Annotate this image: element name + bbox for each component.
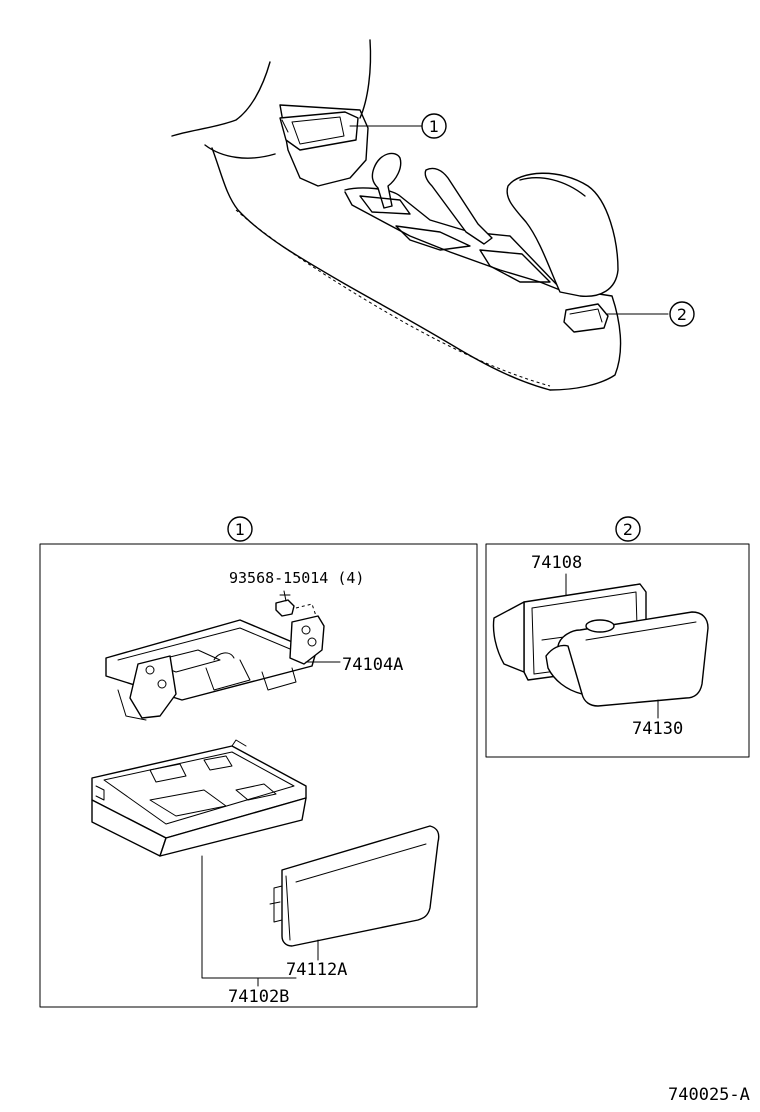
figure-id: 740025-A bbox=[668, 1085, 750, 1105]
cover-part-number: 74112A bbox=[286, 960, 347, 980]
pocket-location bbox=[279, 111, 359, 151]
insert-part-number: 74108 bbox=[531, 553, 582, 573]
callout-1-top: 1 bbox=[421, 113, 447, 139]
svg-text:1: 1 bbox=[235, 520, 245, 539]
panel-2: 2 74108 74130 bbox=[485, 516, 750, 758]
rear-ashtray-location bbox=[563, 303, 609, 333]
panel-1-frame bbox=[39, 543, 478, 1008]
panel-2-frame bbox=[485, 543, 750, 758]
callout-2-top: 2 bbox=[669, 301, 695, 327]
svg-text:2: 2 bbox=[677, 305, 687, 324]
ashtray-part-number: 74130 bbox=[632, 719, 683, 739]
ashtray-part bbox=[545, 611, 709, 707]
cover-part bbox=[269, 825, 440, 947]
callout-2-panel: 2 bbox=[615, 516, 641, 542]
svg-text:2: 2 bbox=[623, 520, 633, 539]
bracket-part-number: 74104A bbox=[342, 655, 403, 675]
bracket-part bbox=[105, 615, 325, 721]
console-overview: 1 2 bbox=[171, 39, 695, 391]
bolt-part bbox=[275, 590, 319, 623]
bolt-part-number: 93568-15014 (4) bbox=[229, 569, 364, 587]
tray-housing-part bbox=[91, 739, 307, 857]
callout-1-panel: 1 bbox=[227, 516, 253, 542]
svg-text:1: 1 bbox=[429, 117, 439, 136]
panel-1: 1 93568-15014 (4) 74104A bbox=[39, 516, 478, 1008]
assembly-part-number: 74102B bbox=[228, 987, 289, 1007]
